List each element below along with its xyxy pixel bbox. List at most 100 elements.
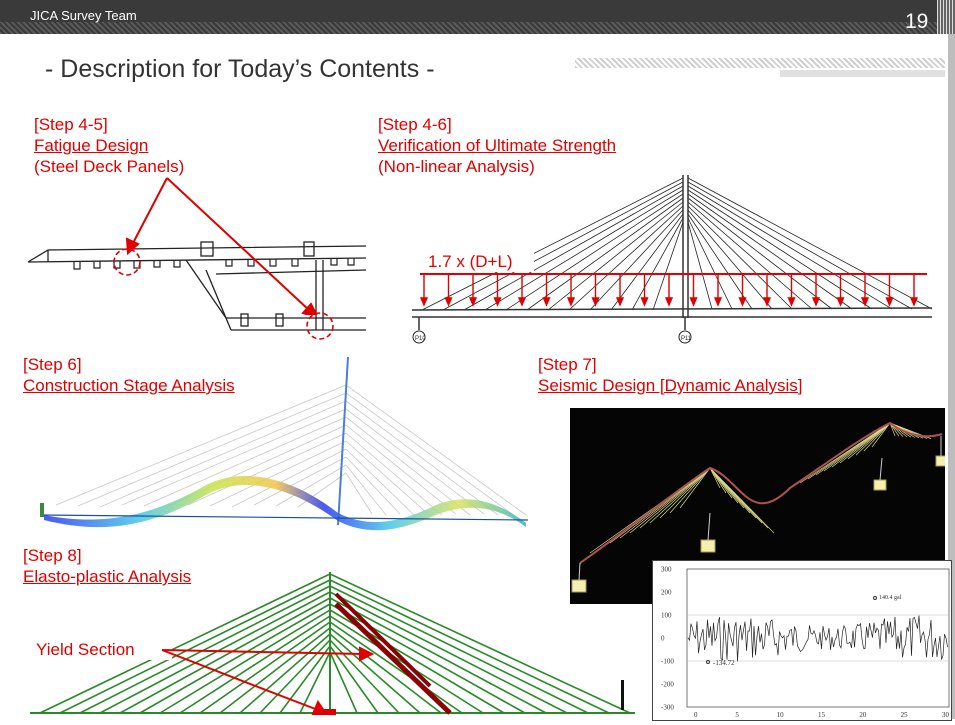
construction-cable: [55, 384, 347, 506]
load-arrowhead: [836, 297, 845, 307]
construction-cable: [345, 472, 373, 515]
corner-decoration: [937, 0, 955, 34]
load-arrowhead: [493, 297, 502, 307]
stay-cable: [505, 193, 684, 311]
right-edge-decoration: [948, 34, 955, 719]
y-tick-label: 0: [661, 635, 665, 643]
yield-arrows: [161, 646, 375, 715]
seismic-cable: [709, 467, 775, 534]
title-stripe-2: [780, 70, 945, 77]
construction-cable: [297, 472, 347, 508]
elasto-cable: [329, 627, 442, 714]
construction-cable: [209, 440, 347, 507]
construction-cable: [345, 408, 485, 515]
seismic-cable: [639, 467, 711, 529]
x-tick-label: 0: [694, 711, 698, 719]
construction-cable: [345, 456, 401, 515]
stay-cable: [526, 197, 684, 311]
stay-cable: [687, 189, 873, 310]
x-tick-label: 15: [818, 711, 826, 719]
load-arrowhead: [885, 297, 894, 307]
elasto-cable: [159, 609, 331, 714]
pier-label-2: P11: [681, 336, 692, 342]
slide-title: - Description for Today’s Contents -: [45, 55, 435, 83]
step-7-label: [Step 7]: [538, 355, 597, 374]
seismic-cable: [679, 467, 711, 509]
step-4-6-title[interactable]: Verification of Ultimate Strength: [378, 136, 617, 155]
step-7-title[interactable]: Seismic Design [Dynamic Analysis]: [538, 376, 803, 395]
step-6-block: [Step 6] Construction Stage Analysis: [23, 354, 235, 396]
construction-cable: [345, 424, 457, 515]
load-arrowhead: [517, 297, 527, 307]
stay-cable: [652, 221, 684, 311]
construction-cable: [231, 448, 347, 508]
y-tick-label: -200: [661, 681, 674, 689]
seismic-model-drawing: [571, 421, 947, 593]
stay-cable: [484, 189, 684, 311]
seismic-cable: [669, 467, 711, 514]
ultimate-strength-bridge-drawing: 1.7 x (D+L) P10 P11: [412, 175, 933, 344]
stay-cable: [568, 205, 684, 311]
min-peak-label: -134.72: [713, 659, 735, 667]
step-4-5-title[interactable]: Fatigue Design: [34, 136, 149, 155]
elasto-cable: [199, 621, 331, 714]
team-label: JICA Survey Team: [30, 8, 137, 23]
elasto-cable: [329, 651, 358, 714]
step-8-block: [Step 8] Elasto-plastic Analysis: [23, 545, 191, 587]
load-arrowhead: [762, 297, 772, 307]
x-tick-label: 25: [901, 711, 909, 719]
stay-cable: [687, 217, 733, 310]
elasto-cable: [329, 585, 589, 714]
stay-cable: [589, 209, 684, 311]
load-arrowhead: [566, 297, 576, 307]
seismic-cable: [855, 422, 891, 456]
elasto-cable: [39, 573, 331, 714]
step-4-6-block: [Step 4-6] Verification of Ultimate Stre…: [378, 114, 616, 177]
construction-cable: [345, 448, 415, 516]
elasto-cable: [329, 597, 547, 714]
seismic-cable: [649, 467, 711, 524]
elasto-cable: [179, 615, 331, 714]
elasto-plastic-diagram: [30, 572, 635, 715]
elasto-cable: [329, 645, 379, 714]
step-8-title[interactable]: Elasto-plastic Analysis: [23, 567, 192, 586]
stay-cable: [463, 185, 684, 311]
step-6-label: [Step 6]: [23, 355, 82, 374]
elasto-cable: [299, 651, 331, 714]
load-arrowhead: [615, 297, 625, 307]
construction-cable: [121, 408, 347, 506]
elasto-cable: [279, 645, 331, 714]
seismic-cable: [889, 422, 896, 437]
elasto-cable: [219, 627, 331, 714]
step-4-5-block: [Step 4-5] Fatigue Design (Steel Deck Pa…: [34, 114, 184, 177]
load-arrowhead: [591, 297, 600, 307]
elasto-cable: [239, 633, 331, 714]
title-box: [12, 34, 572, 84]
stay-cable: [687, 201, 813, 310]
seismic-cable: [839, 422, 891, 464]
stay-cable: [687, 193, 853, 310]
elasto-cable: [119, 597, 331, 714]
construction-cable: [345, 384, 527, 516]
load-arrowhead: [542, 297, 551, 307]
elasto-cable: [59, 579, 331, 714]
construction-cable: [187, 432, 347, 506]
load-arrowhead: [664, 297, 674, 307]
seismic-cable: [871, 422, 891, 448]
header-bar: [0, 0, 955, 34]
construction-cable: [345, 464, 387, 516]
stay-cable: [687, 177, 933, 310]
step-6-title[interactable]: Construction Stage Analysis: [23, 376, 235, 395]
seismic-cable: [709, 467, 721, 489]
load-arrowhead: [419, 297, 429, 307]
x-tick-label: 20: [859, 711, 867, 719]
y-tick-label: -300: [661, 704, 674, 712]
yield-callout-bg: [20, 634, 172, 660]
load-arrowhead: [738, 297, 747, 307]
y-tick-label: 100: [661, 612, 672, 620]
load-arrowhead: [444, 297, 453, 307]
x-tick-label: 10: [777, 711, 784, 719]
steel-deck-section-drawing: [27, 241, 367, 340]
construction-cable: [345, 392, 513, 515]
